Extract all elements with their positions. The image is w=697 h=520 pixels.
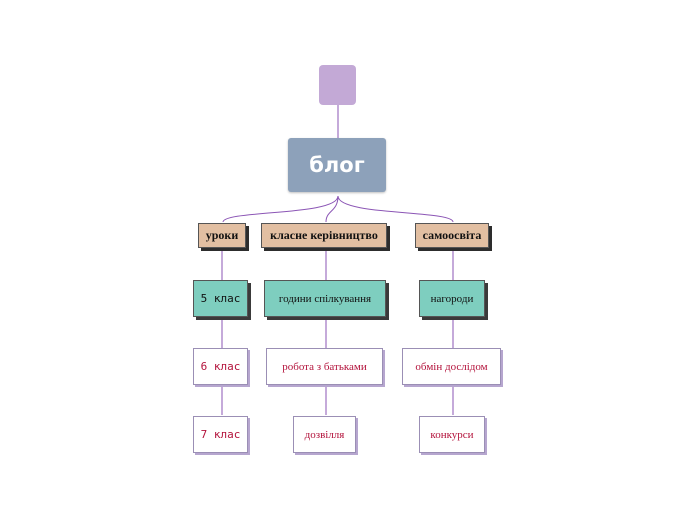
topic-grade-5-label: 5 клас [200,292,241,305]
topic-leisure-label: дозвілля [304,428,345,441]
category-lessons-label: уроки [205,228,239,242]
category-lessons[interactable]: уроки [198,223,246,248]
topic-leisure[interactable]: дозвілля [293,416,356,453]
connector-main-to-self-education [337,195,454,223]
category-class-management-label: класне керівництво [270,228,378,242]
category-class-management[interactable]: класне керівництво [261,223,387,248]
topic-grade-5[interactable]: 5 клас [193,280,248,317]
main-topic-blog[interactable]: блог [288,138,386,192]
topic-contests-label: конкурси [430,428,474,441]
topic-grade-7[interactable]: 7 клас [193,416,248,453]
topic-awards-label: нагороди [430,292,474,305]
topic-experience-exchange[interactable]: обмін дослідом [402,348,501,385]
connector-main-to-lessons [222,195,339,223]
category-self-education-label: самоосвіта [422,228,482,242]
topic-communication-hours[interactable]: години спілкування [264,280,386,317]
main-topic-label: блог [309,153,365,177]
topic-communication-hours-label: години спілкування [278,292,372,305]
topic-grade-6[interactable]: 6 клас [193,348,248,385]
topic-grade-7-label: 7 клас [200,428,241,441]
topic-work-with-parents[interactable]: робота з батьками [266,348,383,385]
topic-contests[interactable]: конкурси [419,416,485,453]
topic-awards[interactable]: нагороди [419,280,485,317]
root-topic-box[interactable] [319,65,356,105]
topic-experience-exchange-label: обмін дослідом [415,360,488,373]
category-self-education[interactable]: самоосвіта [415,223,489,248]
topic-grade-6-label: 6 клас [200,360,241,373]
connector-main-to-class-management [325,195,339,223]
topic-work-with-parents-label: робота з батьками [282,360,367,373]
